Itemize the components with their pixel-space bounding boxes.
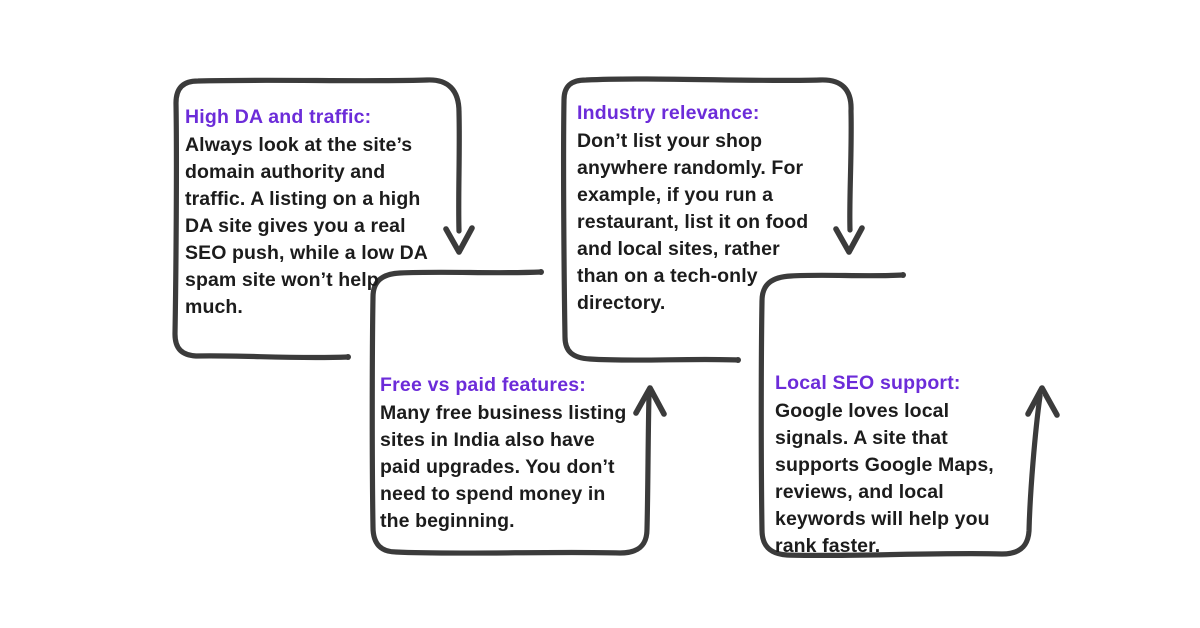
card-heading: Free vs paid features: — [380, 374, 586, 396]
card-local-seo-support: Local SEO support: Google loves local sig… — [775, 369, 994, 560]
stroke-end-dot — [345, 354, 351, 360]
body-line: domain authority and — [185, 161, 386, 183]
card-high-da-and-traffic: High DA and traffic: Always look at the … — [185, 103, 428, 321]
body-line: Many free business listing — [380, 402, 627, 424]
body-line: than on a tech-only — [577, 265, 758, 287]
body-line: rank faster. — [775, 535, 881, 557]
body-line: SEO push, while a low DA — [185, 242, 428, 264]
body-line: signals. A site that — [775, 427, 948, 449]
card-body: Don’t list your shop anywhere randomly. F… — [577, 128, 808, 317]
arrow-up-icon — [633, 385, 667, 417]
card-3-outline — [369, 269, 652, 556]
body-line: example, if you run a — [577, 184, 774, 206]
card-2-outline — [560, 76, 854, 363]
stroke-end-dot — [735, 357, 741, 363]
card-heading: Local SEO support: — [775, 372, 961, 394]
body-line: DA site gives you a real — [185, 215, 406, 237]
body-line: directory. — [577, 292, 666, 314]
body-line: much. — [185, 296, 243, 318]
body-line: spam site won’t help — [185, 269, 379, 291]
arrow-down-icon — [443, 225, 475, 255]
body-line: sites in India also have — [380, 429, 595, 451]
body-line: the beginning. — [380, 510, 515, 532]
body-line: keywords will help you — [775, 508, 990, 530]
arrow-up-icon — [1025, 385, 1060, 418]
card-1-outline — [172, 77, 462, 361]
card-body: Always look at the site’s domain authorit… — [185, 132, 428, 321]
body-line: need to spend money in — [380, 483, 606, 505]
body-line: and local sites, rather — [577, 238, 780, 260]
body-line: paid upgrades. You don’t — [380, 456, 615, 478]
stroke-end-dot — [538, 269, 544, 275]
card-heading: Industry relevance: — [577, 102, 760, 124]
card-body: Many free business listing sites in India… — [380, 400, 626, 535]
card-heading: High DA and traffic: — [185, 106, 372, 128]
card-body: Google loves local signals. A site that su… — [775, 398, 994, 560]
stroke-end-dot — [900, 272, 906, 278]
body-line: anywhere randomly. For — [577, 157, 804, 179]
body-line: Always look at the site’s — [185, 134, 413, 156]
arrow-down-icon — [833, 225, 865, 255]
body-line: Don’t list your shop — [577, 130, 763, 152]
body-line: Google loves local — [775, 400, 950, 422]
card-free-vs-paid-features: Free vs paid features: Many free busines… — [380, 371, 626, 535]
body-line: supports Google Maps, — [775, 454, 994, 476]
body-line: reviews, and local — [775, 481, 944, 503]
card-4-outline — [758, 272, 1043, 559]
card-industry-relevance: Industry relevance: Don’t list your shop… — [577, 99, 808, 317]
body-line: traffic. A listing on a high — [185, 188, 421, 210]
body-line: restaurant, list it on food — [577, 211, 809, 233]
